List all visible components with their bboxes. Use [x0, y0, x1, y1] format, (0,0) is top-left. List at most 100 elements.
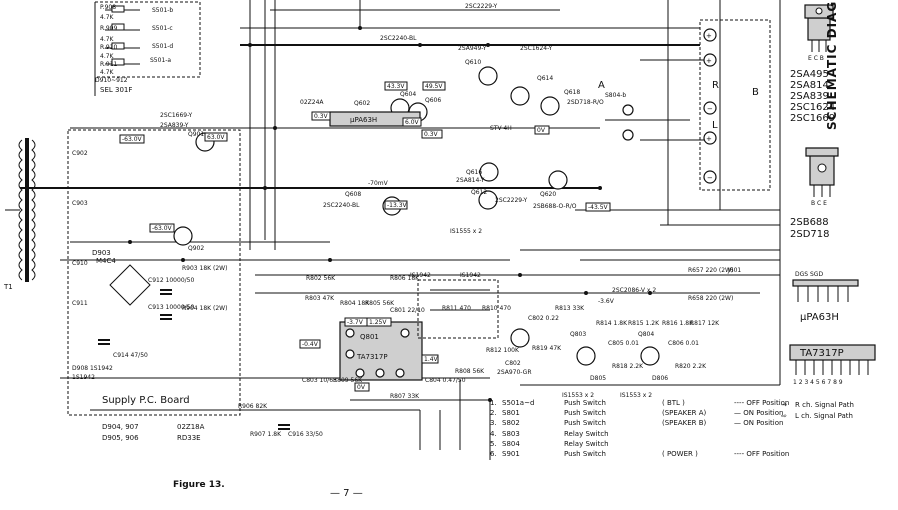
label-c805: C805 0.01: [608, 340, 639, 347]
svg-text:4.7K: 4.7K: [100, 53, 115, 60]
label-2sc2229b: 2SC2229-Y: [495, 197, 528, 204]
note-name: ( BTL ): [662, 399, 685, 407]
bus-wires: [20, 0, 781, 460]
note-type: Push Switch: [564, 450, 606, 459]
tlist-2-0: 2SB688: [790, 217, 829, 228]
svg-text:4.7K: 4.7K: [100, 69, 115, 76]
svg-text:4.7K: 4.7K: [100, 36, 115, 43]
speaker-a-label: A: [598, 80, 605, 91]
junction-dots: [128, 26, 652, 402]
tlist-1-1: 2SA814: [790, 80, 829, 91]
note-num: 3.: [490, 419, 497, 428]
label-q802: C802: [505, 360, 521, 367]
transformer-label: T1: [3, 283, 13, 291]
capacitors: [98, 289, 290, 430]
voltage-10: -43.5V: [588, 204, 609, 211]
q610-symbol: [478, 66, 498, 86]
speaker-l-label: L: [712, 120, 718, 131]
note-num: 6.: [490, 450, 497, 459]
schematic-title: SCHEMATIC DIAGRAM: [825, 0, 839, 130]
note-name: (SPEAKER A): [662, 409, 707, 418]
label-2sc1624: 2SC1624-Y: [520, 45, 553, 52]
label-c803: C803 10/63: [302, 377, 337, 384]
svg-text:+: +: [706, 32, 712, 40]
voltage-7: 6.0V: [405, 119, 420, 126]
voltage-13: 0V: [357, 384, 366, 391]
ta7317p-ic: Q801 TA7317P: [339, 321, 423, 381]
note-pos: ---- OFF Position: [734, 450, 790, 459]
label-d908: D908 1S1942: [72, 365, 113, 372]
svg-text:S501-d: S501-d: [152, 43, 173, 50]
label-r906: R906 82K: [238, 403, 268, 410]
voltage-15: -3.7V: [347, 319, 364, 326]
label-r903: R903 18K (2W): [182, 265, 227, 272]
note-type: Relay Switch: [564, 439, 609, 448]
label-r812: R812 100K: [486, 347, 520, 354]
label-q616: Q616: [466, 169, 482, 176]
label-c802: C802 0.22: [528, 315, 559, 322]
q803-symbol: [576, 346, 596, 366]
label-q902-type: 2SA839-Y: [160, 122, 189, 129]
transistor-list-2: 2SB688 2SD718: [790, 217, 830, 240]
svg-text:P.908: P.908: [100, 4, 116, 11]
label-q902: Q902: [188, 245, 204, 252]
label-r803: R803 47K: [305, 295, 335, 302]
q902-symbol: [173, 226, 193, 246]
note-pos: — ON Position: [734, 419, 784, 428]
label-2sc2240: 2SC2240-BL: [380, 35, 417, 42]
note-type: Push Switch: [564, 399, 606, 407]
legend-arrow: →: [781, 401, 787, 409]
label-r811: R811 470: [442, 305, 471, 312]
svg-text:4.7K: 4.7K: [100, 14, 115, 21]
label-c911: C911: [72, 300, 88, 307]
q616-symbol: [479, 162, 499, 182]
q804-symbol: [640, 346, 660, 366]
label-r817: R817 12K: [690, 320, 720, 327]
voltage-1: 63.0V: [207, 134, 225, 141]
label-is1942b: IS1942: [460, 272, 481, 279]
svg-text:D910~912: D910~912: [95, 77, 128, 84]
svg-text:+: +: [706, 135, 712, 143]
switch-label: SEL 301F: [100, 86, 132, 94]
label-q620: Q620: [540, 191, 556, 198]
label-r802: R802 56K: [306, 275, 336, 282]
package-ta7317p: TA7317P 1 2 3 4 5 6 7 8 9: [789, 344, 876, 386]
label-q901-type: 2SC1669-Y: [160, 112, 193, 119]
component-labels: 2SC2229-Y 2SC2240-BL 2SA949-Y 2SC1624-Y …: [72, 3, 741, 438]
bridge-rectifier: D903 M4C4: [92, 249, 151, 306]
note-name: ( POWER ): [662, 450, 698, 459]
label-2sc2240b: 2SC2240-BL: [323, 202, 360, 209]
note-type: Push Switch: [564, 419, 606, 428]
label-q803: Q803: [570, 331, 586, 338]
page-number: — 7 —: [330, 488, 363, 499]
legend-row: →R ch. Signal Path: [773, 400, 854, 411]
label-2sc2229: 2SC2229-Y: [465, 3, 498, 10]
voltage-6: 0.3V: [314, 113, 329, 120]
voltage-5: 49.5V: [425, 83, 443, 90]
diode-ref: D904, 907: [102, 423, 139, 431]
speaker-terminals: + + − + − R L B A S804-b: [598, 19, 771, 191]
note-pos: ---- OFF Position: [734, 399, 790, 407]
label-2sa949: 2SA949-Y: [458, 45, 487, 52]
label-r820: R820 2.2K: [675, 363, 707, 370]
label-r818: R818 2.2K: [612, 363, 644, 370]
label-r805: R805 56K: [365, 300, 395, 307]
note-name: [662, 429, 734, 439]
legend-arrow: ⇨: [781, 412, 787, 420]
label-q901: Q901: [188, 131, 204, 138]
label-c801: C801 22/10: [390, 307, 425, 314]
q801-label: Q801: [360, 333, 379, 341]
note-ref: S804: [502, 439, 520, 448]
label-c910: C910: [72, 260, 88, 267]
voltage-16: 1.25V: [369, 319, 387, 326]
tlist-1-0: 2SA495: [790, 69, 829, 80]
d903-label: D903: [92, 249, 111, 257]
note-type: Push Switch: [564, 409, 606, 418]
label-q804: Q804: [638, 331, 654, 338]
ta-pins-label: 1 2 3 4 5 6 7 8 9: [793, 379, 843, 386]
q620-symbol: [548, 170, 568, 190]
q614-symbol: [510, 86, 530, 106]
label-d805: D805: [590, 375, 606, 382]
